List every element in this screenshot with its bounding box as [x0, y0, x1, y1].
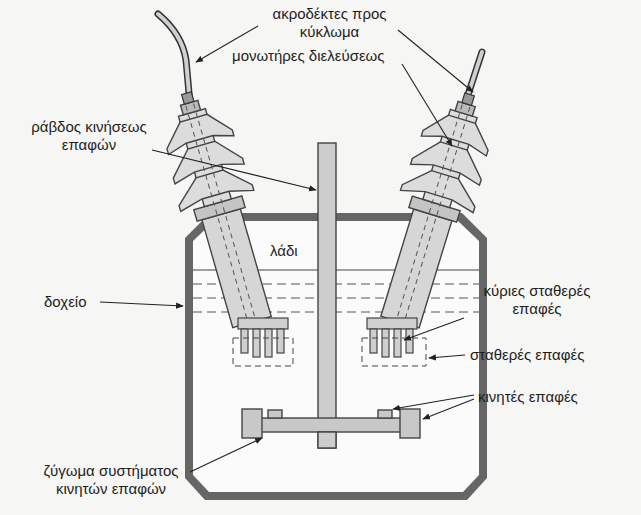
leader-line [398, 30, 473, 92]
operating-rod [318, 432, 336, 448]
operating-rod [318, 143, 336, 448]
callout-label: ζύγωμα συστήματος κινητών επαφών [22, 462, 200, 498]
fixed-contact-zone [362, 338, 426, 366]
leader-line [190, 438, 262, 472]
fixed-contacts [265, 329, 272, 357]
fixed-contacts [406, 329, 413, 353]
callout-label: κύριες σταθερές επαφές [468, 282, 606, 318]
moving-contacts [268, 410, 282, 418]
medium-label: λάδι [268, 242, 300, 260]
leader-line [100, 302, 183, 306]
terminal-wire [158, 14, 190, 104]
leader-line [152, 150, 316, 190]
fixed-contacts [370, 329, 377, 353]
leader-line [393, 395, 474, 409]
leader-line [100, 26, 474, 472]
moving-contacts [242, 409, 262, 438]
fixed-contacts [382, 329, 389, 357]
moving-contacts [378, 410, 392, 418]
callout-label: ακροδέκτες προς κύκλωμα [262, 5, 397, 41]
fixed-contacts [367, 318, 417, 329]
leader-line [423, 399, 474, 419]
terminal-wire [158, 14, 190, 104]
leader-line [404, 318, 464, 340]
fixed-contacts [241, 329, 248, 353]
callout-label: κινητές επαφές [478, 388, 578, 406]
moving-contacts [400, 409, 420, 438]
bushing-insulator [150, 83, 289, 333]
callout-label: ράβδος κινήσεως επαφών [24, 118, 154, 154]
fixed-contacts [277, 329, 284, 353]
fixed-contact-zone [233, 338, 293, 366]
fixed-contacts [238, 318, 288, 329]
leader-line [429, 355, 465, 358]
callout-label: σταθερές επαφές [470, 346, 584, 364]
moving-contacts [252, 418, 408, 432]
fixed-contacts [253, 329, 260, 357]
callout-label: μονωτήρες διελεύσεως [232, 47, 385, 65]
fixed-contacts [394, 329, 401, 357]
leader-line [402, 64, 452, 146]
callout-label: δοχείο [44, 293, 87, 311]
